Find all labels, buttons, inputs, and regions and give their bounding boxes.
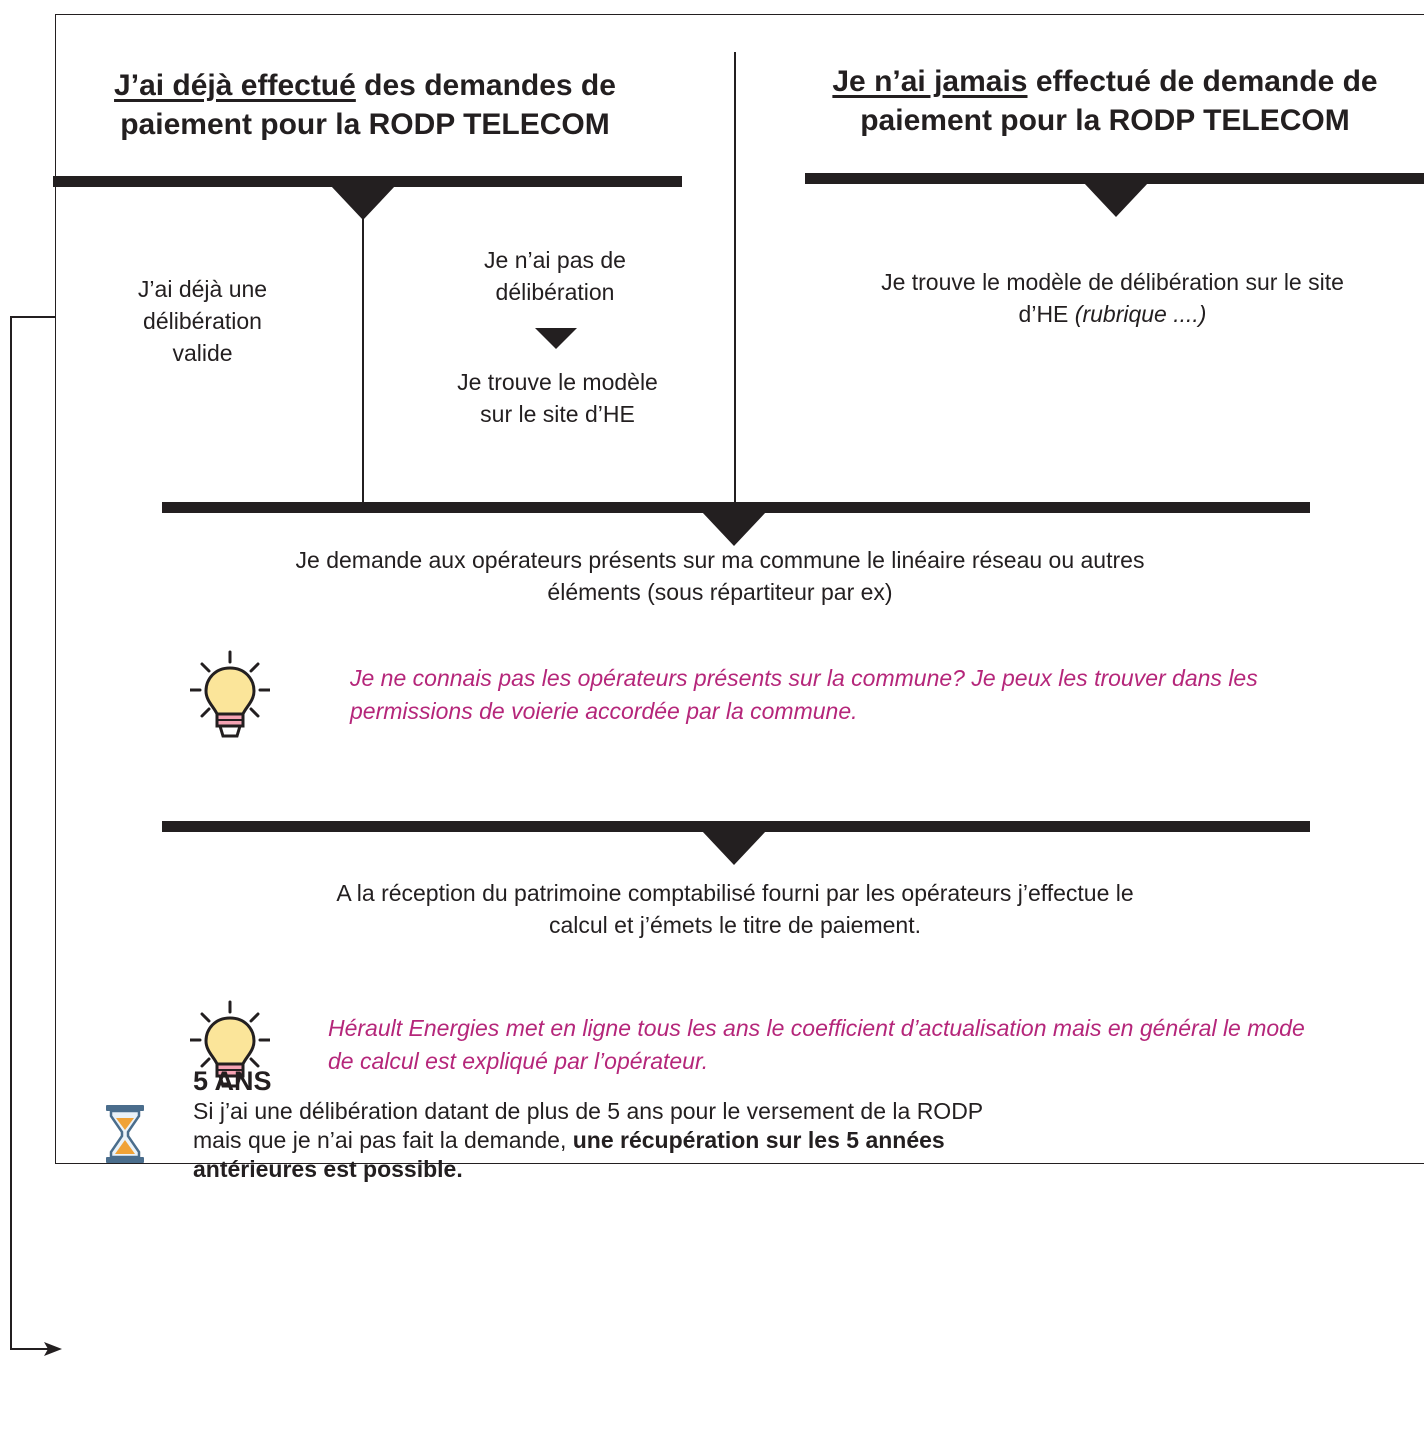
note-block: 5 ANS Si j’ai une délibération datant de… xyxy=(193,1066,1033,1184)
note-body-bold: une récupération sur les 5 années antéri… xyxy=(193,1127,945,1182)
arrow-right-icon xyxy=(44,1342,62,1356)
right-heading-underlined: Je n’ai jamais xyxy=(832,65,1028,98)
left-subdivider xyxy=(362,215,364,502)
merge-arrow-2 xyxy=(702,831,766,865)
right-find-model: Je trouve le modèle de délibération sur … xyxy=(880,266,1345,330)
lightbulb-icon xyxy=(190,650,270,745)
valid-delib-text: J’ai déjà une délibération valide xyxy=(137,276,268,366)
right-header-bar xyxy=(805,173,1424,184)
step-calc-text: A la réception du patrimoine comptabilis… xyxy=(336,880,1134,938)
no-delib-arrow xyxy=(535,328,577,349)
right-heading-rest: effectué de demande de paiement pour la … xyxy=(860,65,1378,137)
merge-bar-1 xyxy=(162,502,1310,513)
main-frame xyxy=(55,14,1424,1164)
left-heading-rest: des demandes de paiement pour la RODP TE… xyxy=(120,69,616,141)
tip-operators: Je ne connais pas les opérateurs présent… xyxy=(350,665,1258,724)
left-heading: J’ai déjà effectué des demandes de paiem… xyxy=(85,66,645,144)
right-find-model-italic: (rubrique ....) xyxy=(1074,301,1207,327)
note-body-text: Si j’ai une délibération datant de plus … xyxy=(193,1098,983,1153)
merge-bar-2 xyxy=(162,821,1310,832)
left-heading-underlined: J’ai déjà effectué xyxy=(114,69,356,102)
right-arrow-down xyxy=(1084,183,1148,217)
find-model-text: Je trouve le modèle sur le site d’HE xyxy=(457,369,658,427)
no-delib-text: Je n’ai pas de délibération xyxy=(484,247,626,305)
right-find-model-main: Je trouve le modèle de délibération sur … xyxy=(881,269,1344,327)
note-body: Si j’ai une délibération datant de plus … xyxy=(193,1097,1033,1184)
step-request-text: Je demande aux opérateurs présents sur m… xyxy=(295,547,1145,605)
connector-arrow xyxy=(10,316,62,1356)
merge-arrow-1 xyxy=(702,512,766,546)
left-header-bar xyxy=(53,176,682,187)
left-arrow-down xyxy=(331,186,395,220)
hourglass-icon xyxy=(104,1104,146,1169)
tip-coeff: Hérault Energies met en ligne tous les a… xyxy=(328,1015,1305,1074)
note-title: 5 ANS xyxy=(193,1066,272,1096)
column-divider xyxy=(734,52,736,502)
lightbulb-icon xyxy=(190,1000,270,1095)
right-heading: Je n’ai jamais effectué de demande de pa… xyxy=(800,62,1410,140)
